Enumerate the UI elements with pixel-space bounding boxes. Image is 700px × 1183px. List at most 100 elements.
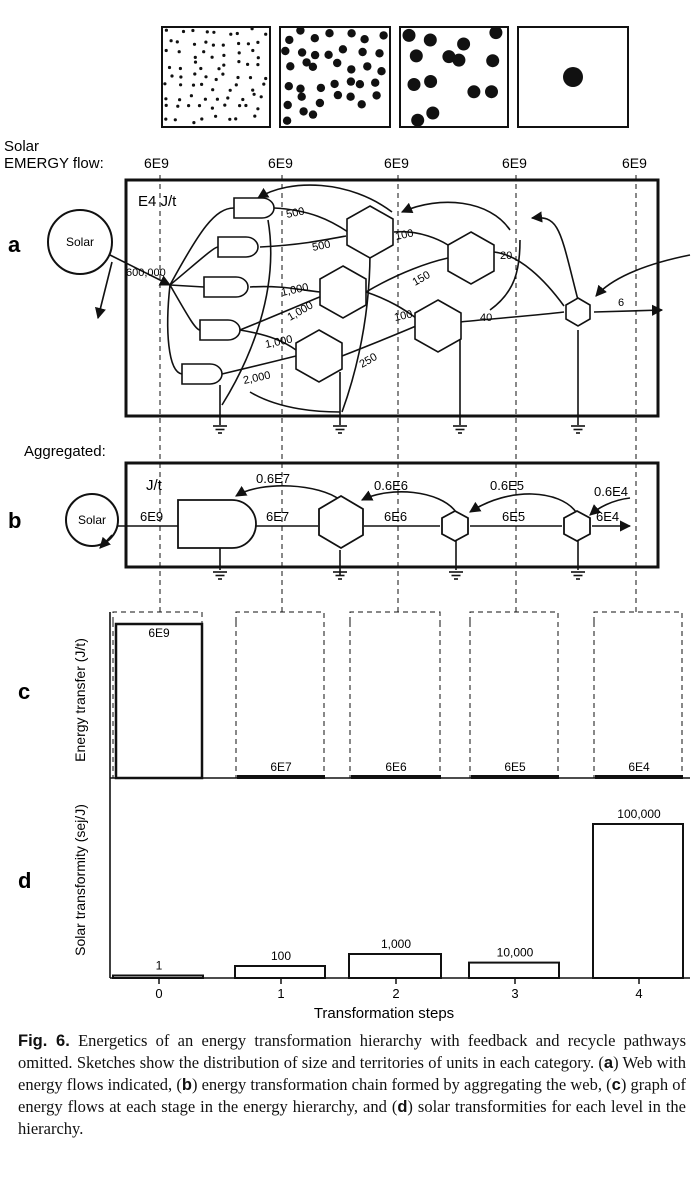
ground-symbol [453,425,467,434]
caption-part-6: ) graph of energy flows at each stage in… [18,1075,686,1116]
sketch-dot [442,50,456,64]
sketch-dot [204,75,208,79]
sketch-dot [259,95,263,99]
panel-c-letter: c [18,679,30,704]
panel-a-solar-source [47,209,113,275]
bar-transformity-label-1: 100 [271,949,291,963]
sketch-dot [246,62,250,66]
bar-energy-label-1: 6E7 [270,760,292,774]
sketch-dot [372,91,381,100]
sketch-dot [200,117,204,121]
sketch-dot [179,75,183,79]
sketch-dot [241,97,245,102]
x-tick-label-3: 3 [511,986,518,1001]
emergy-flow-value-0: 6E9 [144,155,169,171]
sketch-dot [246,42,250,46]
panel-b-forward-flow-2: 6E6 [384,509,407,524]
sketch-box-4 [517,26,629,128]
sketch-dot [297,92,306,101]
panel-b-forward-flow-1: 6E7 [266,509,289,524]
sketch-dot [193,60,198,64]
ground-symbol [213,571,227,580]
panel-a-solar-label: Solar [66,235,94,249]
sketch-dot [486,54,500,68]
sketch-dot [299,107,308,116]
sketch-dot [371,78,380,87]
emergy-flow-label: EMERGY flow: [4,155,104,172]
bar-transformity-label-0: 1 [156,959,163,973]
sketch-dot [205,30,209,34]
sketch-dot [333,90,343,100]
caption-fig-label: Fig. 6. [18,1032,70,1050]
panel-b-frame [124,461,660,569]
sketch-dot [324,50,333,59]
sketch-dot [346,77,356,86]
sketch-dot [177,50,181,54]
panel-d-letter: d [18,868,31,893]
sketch-dot [211,88,215,92]
sketch-dot [237,60,241,64]
panel-a-flow-9: 100 [393,308,413,324]
sketch-dot [167,65,172,70]
sketch-dot [191,28,195,33]
panel-a-flow-3: 1,000 [286,299,316,323]
ground-symbol [213,425,227,434]
sketch-dot [226,96,230,100]
caption-part-7: d [397,1098,408,1116]
sketch-dot [170,74,174,78]
sketch-dot [178,66,182,71]
panel-b-unit: J/t [146,477,163,494]
sketch-dot [237,51,241,55]
panel-a-flow-10: 20 [500,250,512,262]
sketch-dot [563,67,583,87]
sketch-dots [163,26,583,127]
caption-part-2: ) Web with energy flows indicated, ( [18,1053,686,1094]
sketch-dot [191,83,196,87]
aggregated-label: Aggregated: [24,443,106,460]
panel-c-ylabel: Energy transfer (J/t) [72,638,88,762]
x-tick-label-2: 2 [392,986,399,1001]
sketch-dot [457,37,471,51]
sketch-dot [236,75,240,80]
panel-b-forward-flow-4: 6E4 [596,509,619,524]
panel-b-solar-label: Solar [78,513,106,527]
territory-sketches [161,26,629,128]
sketch-dot [407,78,421,91]
caption-part-1: a [603,1054,614,1072]
ground-symbol [333,571,347,580]
panel-d-ylabel: Solar transformity (sej/J) [72,804,88,956]
bar-energy-label-4: 6E4 [628,760,650,774]
bar-transformity-step-3 [468,961,560,979]
emergy-flow-value-2: 6E9 [384,155,409,171]
sketch-dot [176,104,180,108]
sketch-dot [228,88,232,92]
sketch-dot [346,92,355,101]
panel-a-flow-4: 1,000 [264,333,293,350]
sketch-dot [197,104,202,108]
sketch-dot [235,31,239,36]
sketch-dot [215,97,219,101]
panel-b-forward-flow-3: 6E5 [502,509,525,524]
sketch-dot [229,32,233,36]
panel-a-flow-7: 100 [394,227,414,243]
sketch-dot [164,28,168,32]
bar-energy-step-2 [351,775,441,779]
sketch-dot [193,72,197,76]
sketch-dot [164,103,168,107]
sketch-dot [409,49,423,63]
sketch-dot [375,49,384,58]
panel-b-forward-flow-0: 6E9 [140,509,163,524]
sketch-dot [452,53,466,67]
sketch-dot [163,82,167,86]
sketch-dot [222,53,226,58]
sketch-dot [234,117,238,121]
bar-transformity-step-4 [592,823,684,979]
ground-symbol [571,571,585,580]
panel-b-letter: b [8,508,21,533]
sketch-dot [256,40,260,45]
sketch-dot [489,26,503,40]
panel-a-ground-symbols [213,425,585,434]
sketch-dot [296,84,305,93]
